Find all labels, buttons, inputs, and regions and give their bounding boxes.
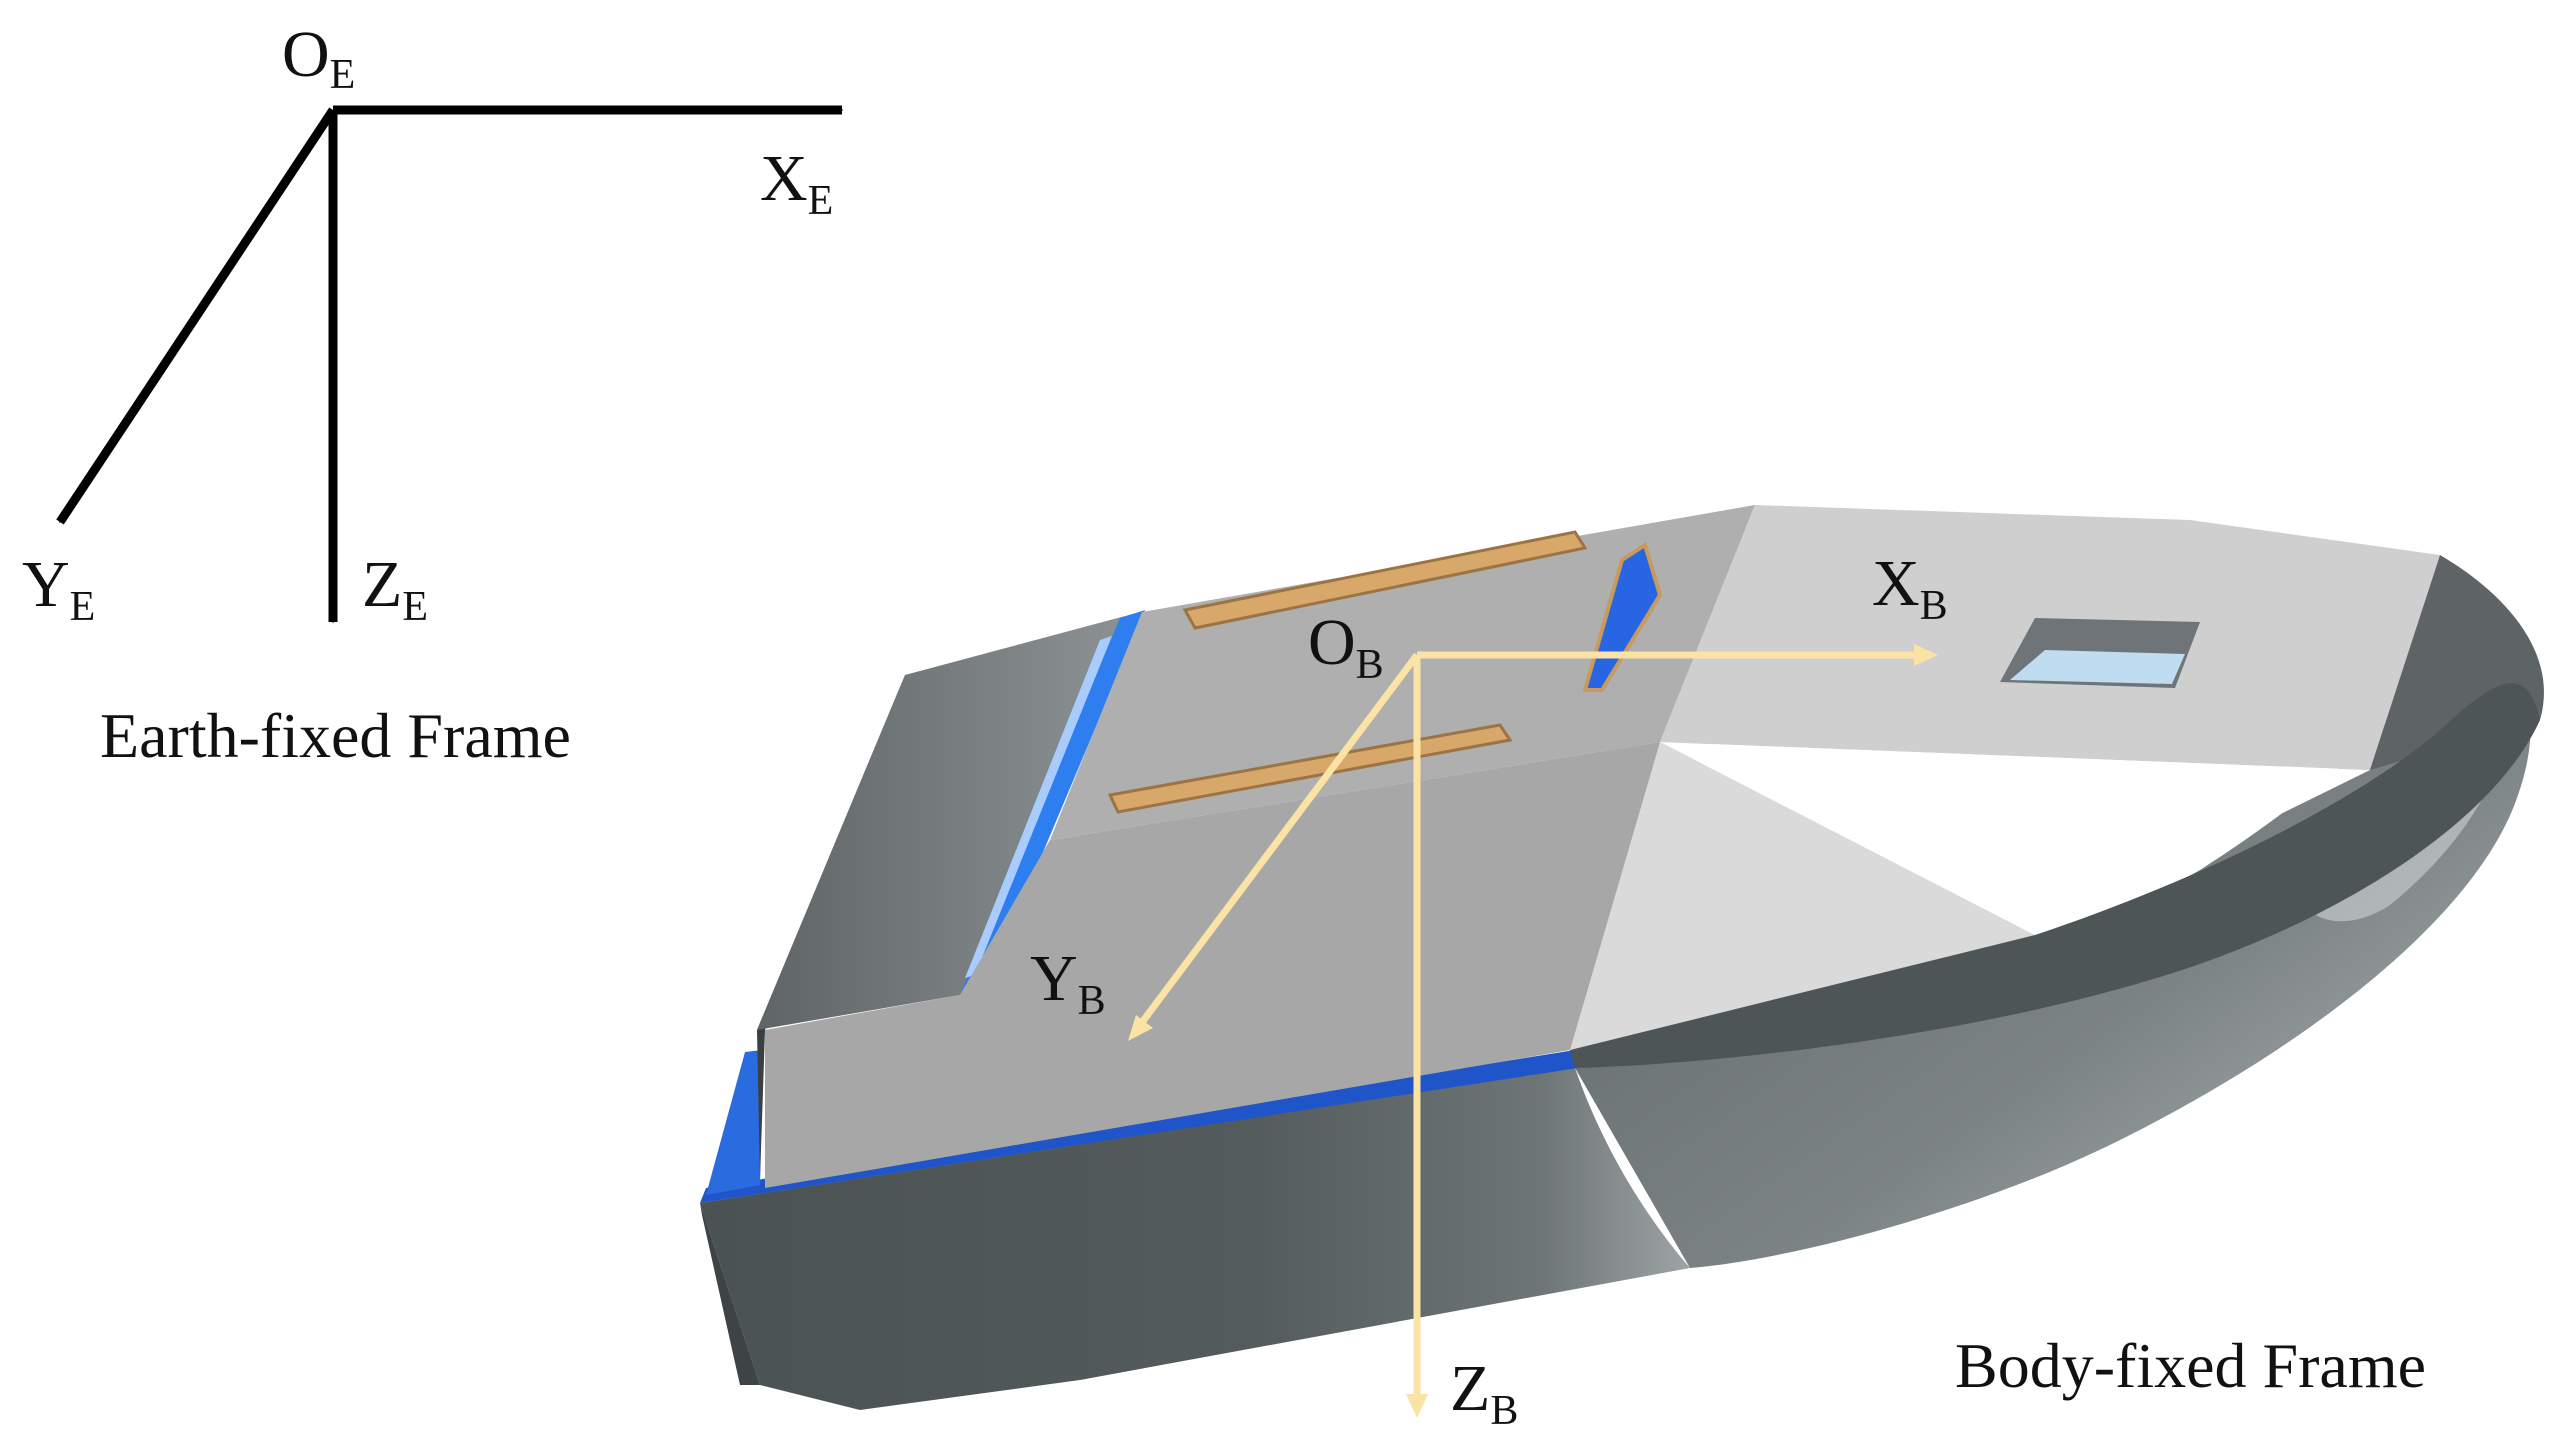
step-blue-highlight — [965, 636, 1112, 978]
cockpit-floor-right — [1660, 742, 2370, 935]
earth-y-main: Y — [22, 548, 70, 621]
earth-frame-caption: Earth-fixed Frame — [100, 700, 571, 771]
blue-deck-trim — [700, 1050, 1578, 1203]
earth-y-label: YE — [22, 548, 95, 630]
earth-frame-diagram: OE XE YE ZE Earth-fixed Frame — [22, 18, 844, 771]
bow-inner-rim — [1570, 683, 2540, 1068]
body-origin-sub: B — [1356, 642, 1384, 688]
earth-origin-label: OE — [282, 18, 355, 98]
body-x-label: XB — [1872, 547, 1948, 629]
boat-model — [700, 505, 2544, 1410]
earth-x-main: X — [760, 142, 808, 215]
body-x-main: X — [1872, 547, 1920, 620]
body-origin-label: OB — [1308, 606, 1384, 688]
body-y-sub: B — [1078, 978, 1106, 1024]
body-frame-caption: Body-fixed Frame — [1955, 1330, 2426, 1401]
bow-hull-side — [1575, 590, 2531, 1268]
body-y-label: YB — [1030, 942, 1106, 1024]
earth-z-sub: E — [402, 584, 428, 630]
body-x-sub: B — [1920, 583, 1948, 629]
wood-strip-lower — [1107, 723, 1513, 814]
body-z-label: ZB — [1450, 1352, 1518, 1434]
step-blue-trim — [960, 610, 1145, 995]
body-y-axis-head — [1128, 1015, 1153, 1041]
earth-origin-sub: E — [330, 52, 356, 98]
earth-x-label: XE — [760, 142, 833, 224]
earth-origin-main: O — [282, 18, 330, 91]
body-origin-main: O — [1308, 606, 1356, 679]
earth-y-sub: E — [70, 584, 96, 630]
body-y-main: Y — [1030, 942, 1078, 1015]
earth-z-main: Z — [362, 548, 402, 621]
body-z-main: Z — [1450, 1352, 1490, 1425]
main-deck — [765, 730, 1720, 1188]
body-z-axis-head — [1406, 1394, 1428, 1418]
body-frame-diagram: OB XB YB ZB Body-fixed Frame — [1030, 547, 2426, 1434]
body-z-sub: B — [1490, 1388, 1518, 1434]
wood-strip-upper — [1182, 530, 1588, 630]
transom-lower-band — [700, 1203, 760, 1385]
earth-y-axis-arrow — [56, 107, 337, 525]
earth-x-sub: E — [808, 178, 834, 224]
rear-block-side — [757, 612, 1140, 1030]
blue-rear-trim — [706, 1050, 762, 1195]
stern-hull-side — [700, 1068, 1690, 1410]
deck-hatch-inner — [2010, 650, 2185, 684]
earth-z-label: ZE — [362, 548, 428, 630]
body-y-axis-arrow — [1137, 652, 1420, 1028]
body-x-axis-head — [1914, 644, 1938, 666]
cockpit-floor-left — [1570, 742, 2035, 1050]
